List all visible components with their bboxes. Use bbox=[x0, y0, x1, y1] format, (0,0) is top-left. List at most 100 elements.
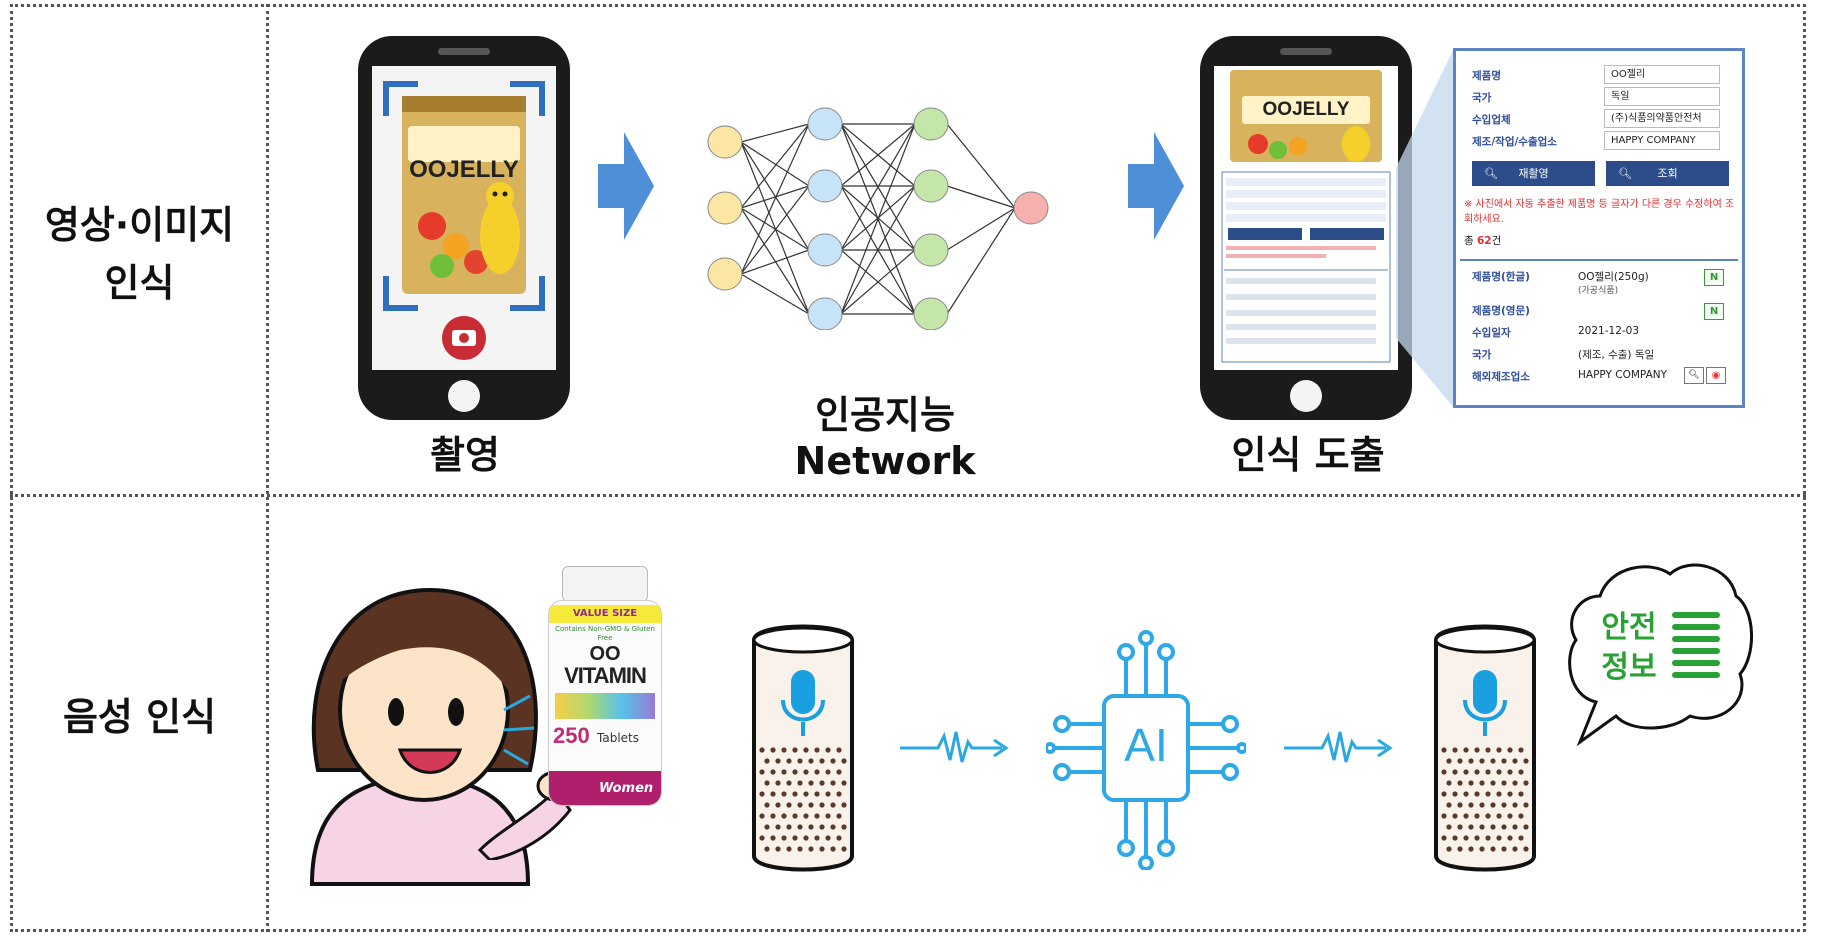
speaker-grille-dot bbox=[1490, 802, 1496, 808]
speaker-grille-dot bbox=[759, 769, 765, 775]
search-icon: 🔍︎ bbox=[1618, 167, 1632, 180]
result-count-value: 62 bbox=[1477, 235, 1492, 247]
speaker-grille-dot bbox=[814, 747, 820, 753]
speaker-grille-dot bbox=[1468, 758, 1474, 764]
speaker-grille-dot bbox=[775, 758, 781, 764]
field-value[interactable]: OO젤리 bbox=[1604, 65, 1720, 84]
field-value[interactable]: (주)식품의약품안전처 bbox=[1604, 109, 1720, 128]
speaker-grille-dot bbox=[797, 802, 803, 808]
speaker-grille-dot bbox=[808, 780, 814, 786]
speaker-grille-dot bbox=[1507, 813, 1513, 819]
speaker-grille-dot bbox=[786, 780, 792, 786]
field-value[interactable]: 독일 bbox=[1604, 87, 1720, 106]
network-edge bbox=[840, 123, 916, 187]
speaker-grille-dot bbox=[1512, 802, 1518, 808]
speaker-grille-dot bbox=[759, 747, 765, 753]
speaker-grille-dot bbox=[1507, 835, 1513, 841]
speaker-grille-dot bbox=[803, 835, 809, 841]
speaker-grille-dot bbox=[764, 824, 770, 830]
speaker-grille-dot bbox=[1512, 758, 1518, 764]
network-node bbox=[707, 257, 743, 291]
speaker-grille-dot bbox=[1523, 780, 1529, 786]
speaker-grille-dot bbox=[1490, 780, 1496, 786]
speaker-grille-dot bbox=[770, 747, 776, 753]
phone-home-button bbox=[448, 380, 480, 412]
speaker-grille-dot bbox=[1496, 747, 1502, 753]
speaker-grille-dot bbox=[1441, 813, 1447, 819]
speaker-grille-dot bbox=[825, 747, 831, 753]
speaker-grille-dot bbox=[825, 813, 831, 819]
field-label: 수입업체 bbox=[1472, 114, 1511, 126]
speaker-grille-dot bbox=[836, 769, 842, 775]
microphone-icon bbox=[1463, 699, 1507, 722]
speaker-grille-dot bbox=[792, 835, 798, 841]
caption-ai-line1: 인공지능 bbox=[815, 393, 955, 437]
speaker-grille-dot bbox=[836, 791, 842, 797]
speaker-grille-dot bbox=[1446, 802, 1452, 808]
field-manufacturer: 제조/작업/수출업소 HAPPY COMPANY bbox=[1472, 131, 1730, 151]
speaker-grille-dot bbox=[797, 780, 803, 786]
rephoto-button[interactable]: 🔍︎ 재촬영 bbox=[1472, 161, 1595, 186]
microphone-icon bbox=[1473, 670, 1497, 714]
speaker-grille-dot bbox=[1496, 769, 1502, 775]
network-edge bbox=[740, 141, 810, 251]
speaker-grille-dot bbox=[1441, 791, 1447, 797]
naver-n-icon[interactable]: N bbox=[1704, 303, 1724, 320]
microphone-icon bbox=[781, 699, 825, 722]
signal-arrow-1 bbox=[898, 728, 1010, 772]
speaker-grille-dot bbox=[1485, 791, 1491, 797]
speaker-grille-dot bbox=[808, 846, 814, 852]
speaker-body bbox=[1434, 624, 1536, 872]
map-pin-icon[interactable]: ◉ bbox=[1706, 367, 1726, 384]
speaker-top bbox=[1434, 626, 1536, 654]
speaker-grille-dot bbox=[797, 846, 803, 852]
network-node bbox=[1013, 191, 1049, 225]
sound-lines bbox=[500, 690, 540, 774]
rephoto-button-label: 재촬영 bbox=[1518, 167, 1549, 180]
speaker-grille-dot bbox=[1479, 824, 1485, 830]
detail-row-name-en: 제품명(영문) N bbox=[1472, 303, 1734, 323]
flow-arrow-2 bbox=[1128, 132, 1184, 240]
field-value[interactable]: HAPPY COMPANY bbox=[1604, 131, 1720, 150]
speaker-grille-dot bbox=[1523, 802, 1529, 808]
microphone-icon bbox=[791, 670, 815, 714]
speaker-grille-dot bbox=[786, 846, 792, 852]
row-label-image-line1: 영상·이미지 bbox=[44, 203, 235, 247]
speaker-grille-dot bbox=[1479, 758, 1485, 764]
speaker-grille-dot bbox=[1441, 835, 1447, 841]
speaker-grille-dot bbox=[1479, 846, 1485, 852]
naver-n-icon[interactable]: N bbox=[1704, 269, 1724, 286]
signal-arrow-2 bbox=[1282, 728, 1394, 772]
speaker-grille-dot bbox=[1507, 791, 1513, 797]
search-button[interactable]: 🔍︎ 조회 bbox=[1606, 161, 1729, 186]
speaker-body bbox=[752, 624, 854, 872]
speaker-top bbox=[752, 626, 854, 654]
neural-network-graph bbox=[707, 107, 1049, 331]
speaker-grille-dot bbox=[1457, 758, 1463, 764]
bottle-body: VALUE SIZE Contains Non-GMO & Gluten Fre… bbox=[548, 600, 662, 806]
speaker-grille-dot bbox=[1452, 747, 1458, 753]
network-edge bbox=[740, 249, 810, 275]
speaker-grille-dot bbox=[1452, 835, 1458, 841]
speaker-grille-dot bbox=[797, 758, 803, 764]
result-count: 총 62건 bbox=[1464, 233, 1501, 248]
speaker-grille-dot bbox=[1474, 747, 1480, 753]
search-icon: 🔍︎ bbox=[1484, 167, 1498, 180]
speaker-grille-dot bbox=[808, 802, 814, 808]
network-edge bbox=[840, 123, 916, 315]
speaker-grille-dot bbox=[1490, 824, 1496, 830]
search-icon[interactable]: 🔍︎ bbox=[1684, 367, 1704, 384]
speaker-grille-dot bbox=[1441, 769, 1447, 775]
speaker-grille-dot bbox=[1518, 791, 1524, 797]
speaker-grille-dot bbox=[841, 758, 847, 764]
speaker-grille-dot bbox=[1474, 791, 1480, 797]
detail-value: (제조, 수출) 독일 bbox=[1578, 349, 1655, 361]
speaker-grille-dot bbox=[1441, 747, 1447, 753]
result-phone: OOJELLY bbox=[1200, 36, 1412, 420]
speaker-grille-dot bbox=[841, 780, 847, 786]
speaker-grille-dot bbox=[792, 813, 798, 819]
speaker-grille-dot bbox=[803, 791, 809, 797]
result-count-prefix: 총 bbox=[1464, 235, 1477, 247]
result-screen-art bbox=[1221, 70, 1391, 363]
row-label-voice: 음성 인식 bbox=[62, 695, 217, 739]
